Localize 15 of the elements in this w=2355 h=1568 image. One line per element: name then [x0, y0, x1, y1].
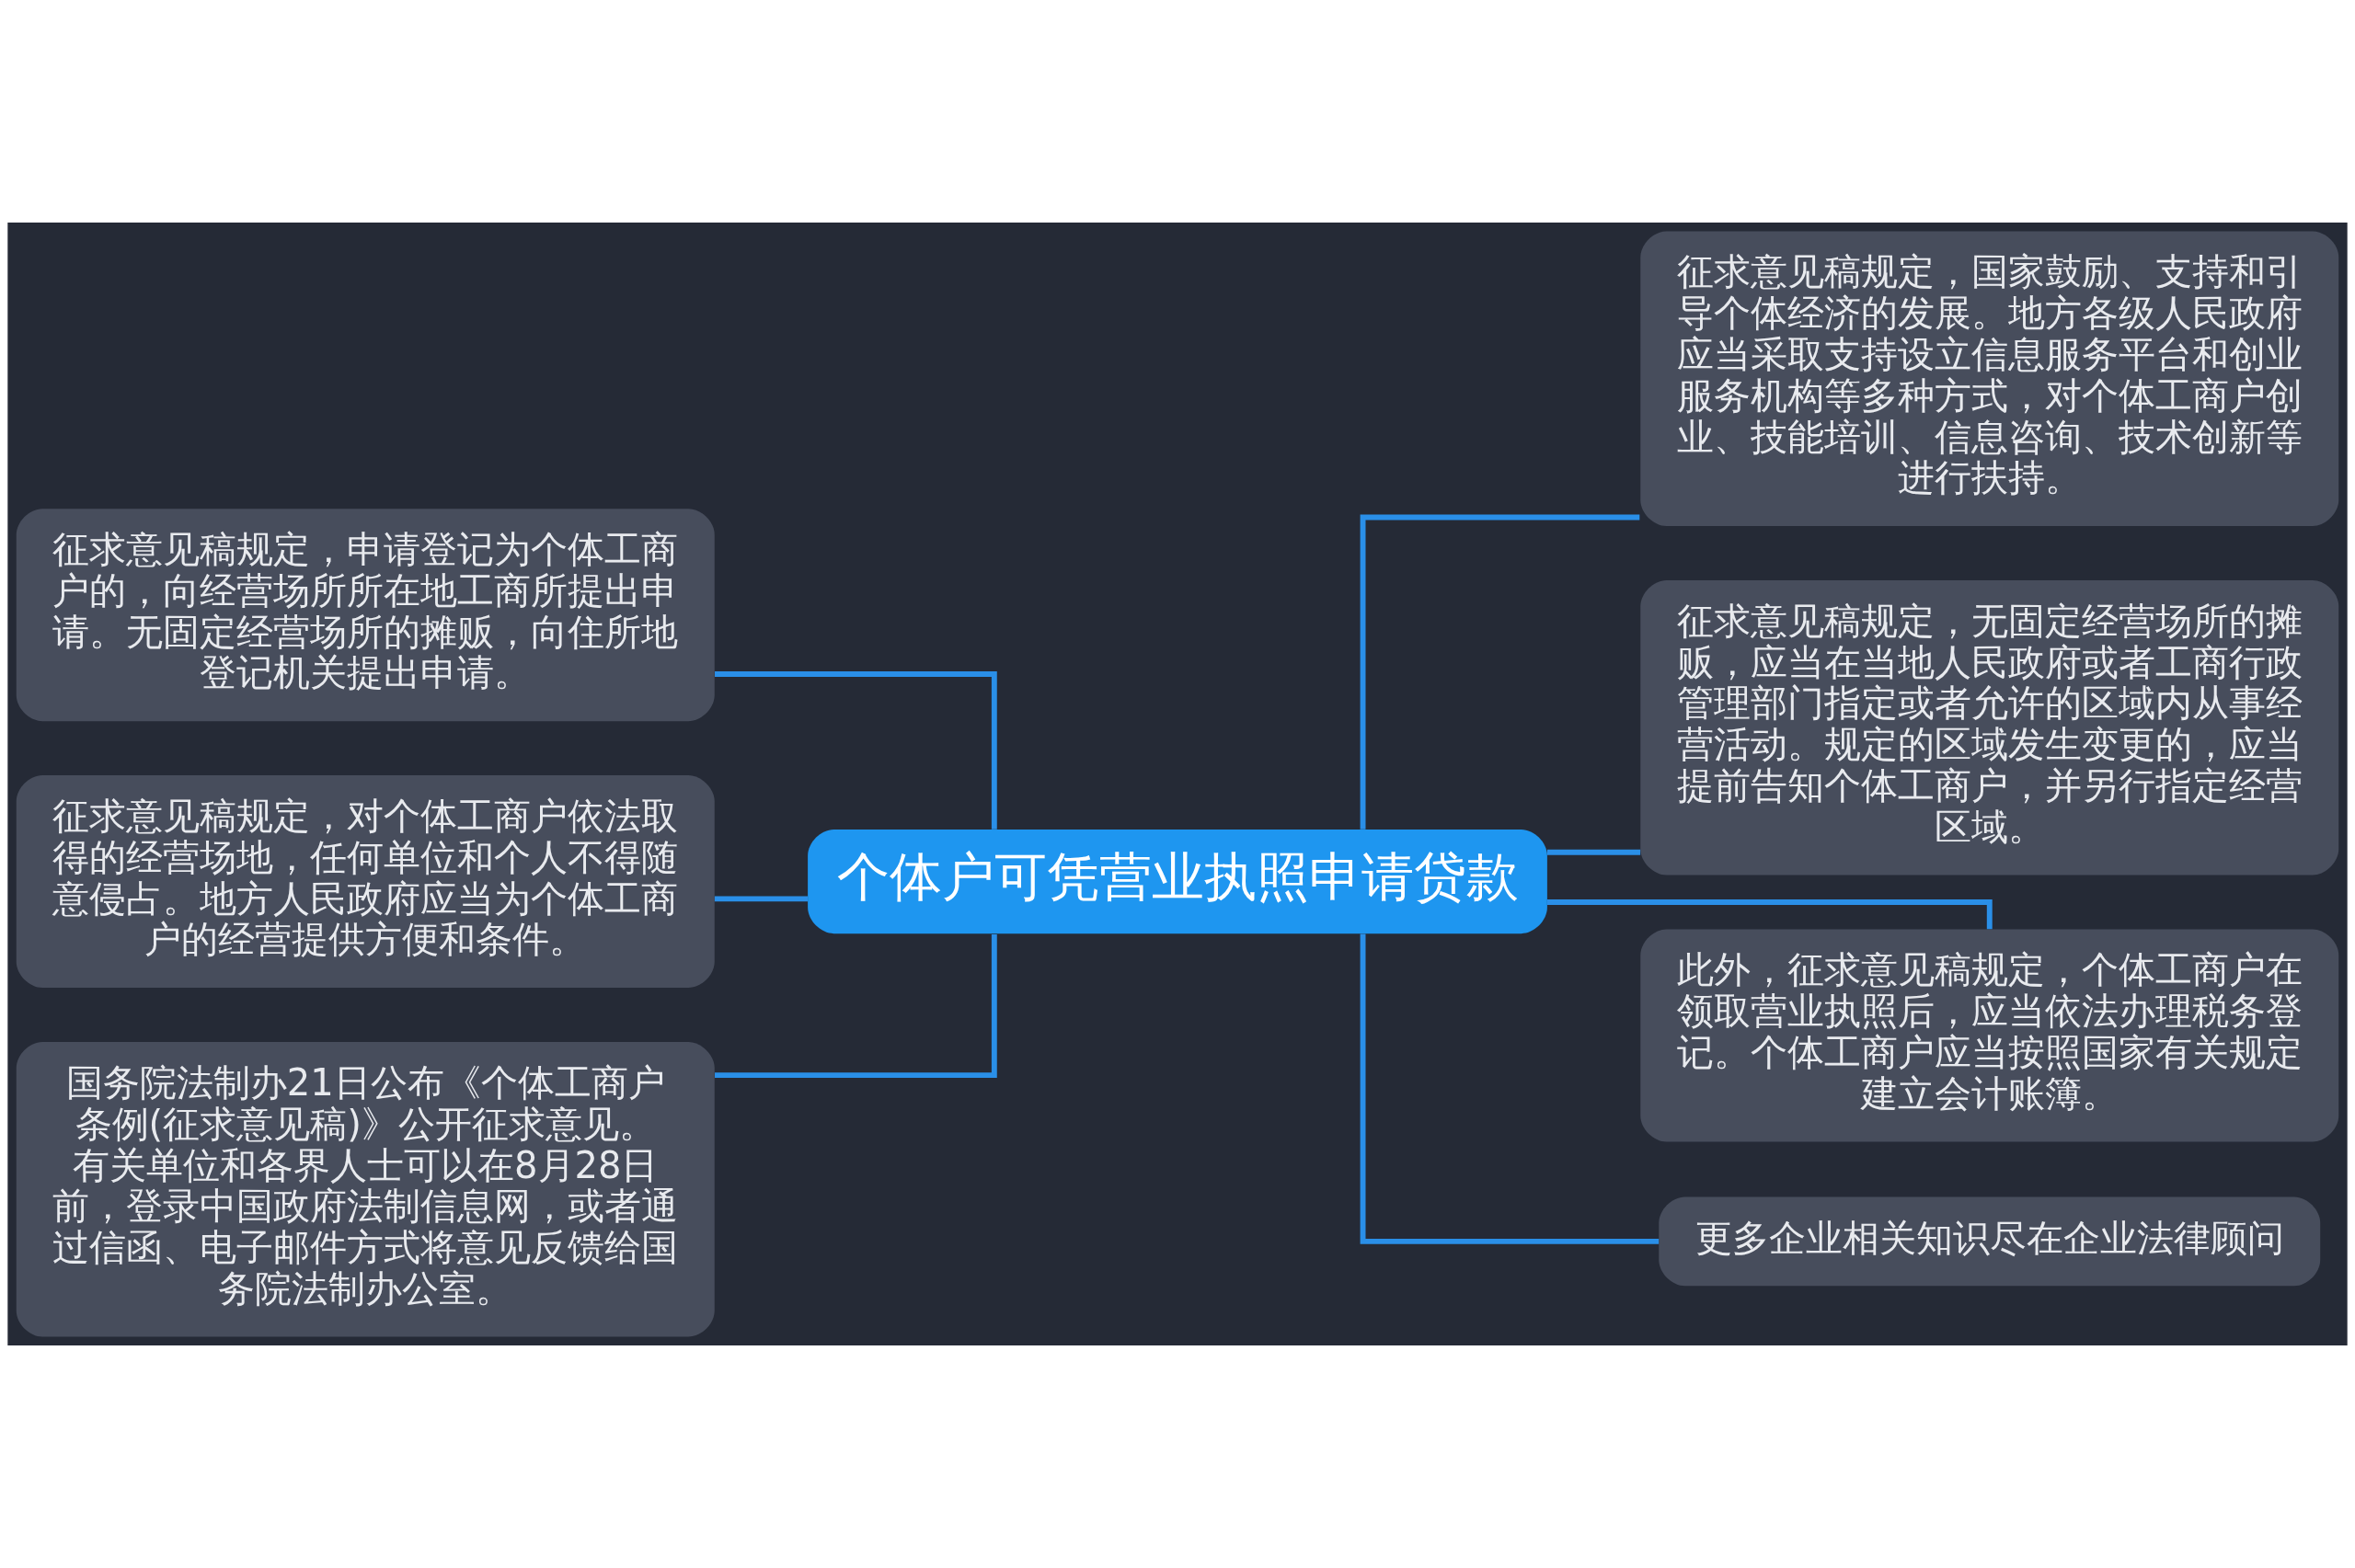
connector: [714, 896, 808, 902]
node-box: 个体户可凭营业执照申请贷款: [808, 830, 1547, 934]
connector: [1547, 849, 1641, 855]
connector: [1360, 514, 1640, 830]
node-box: 征求意见稿规定，无固定经营场所的摊贩，应当在当地人民政府或者工商行政管理部门指定或者允许的区域内从事经营活动。规定的区域发生变更的，应当提前告知个体工商户，并另行指定经营区域。: [1640, 579, 2339, 876]
node-box: 征求意见稿规定，国家鼓励、支持和引导个体经济的发展。地方各级人民政府应当采取支持设立信息服务平台和创业服务机构等多种方式，对个体工商户创业、技能培训、信息咨询、技术创新等进行扶持。: [1640, 231, 2339, 526]
connector: [1547, 899, 1993, 930]
connector: [1360, 933, 1660, 1244]
node-box: 更多企业相关知识尽在企业法律顾问: [1659, 1196, 2321, 1287]
node-box: 国务院法制办21日公布《个体工商户条例(征求意见稿)》公开征求意见。有关单位和各界人士可以在8月28日前，登录中国政府法制信息网，或者通过信函、电子邮件方式将意见反馈给国务院法制办公室。: [16, 1042, 715, 1337]
node-box: 此外，征求意见稿规定，个体工商户在领取营业执照后，应当依法办理税务登记。个体工商户应当按照国家有关规定建立会计账簿。: [1640, 929, 2339, 1142]
connector: [715, 934, 997, 1079]
connector: [715, 671, 997, 830]
node-box: 征求意见稿规定，申请登记为个体工商户的，向经营场所所在地工商所提出申请。无固定经营场所的摊贩，向住所地登记机关提出申请。: [16, 509, 715, 722]
node-box: 征求意见稿规定，对个体工商户依法取得的经营场地，任何单位和个人不得随意侵占。地方人民政府应当为个体工商户的经营提供方便和条件。: [16, 775, 715, 989]
